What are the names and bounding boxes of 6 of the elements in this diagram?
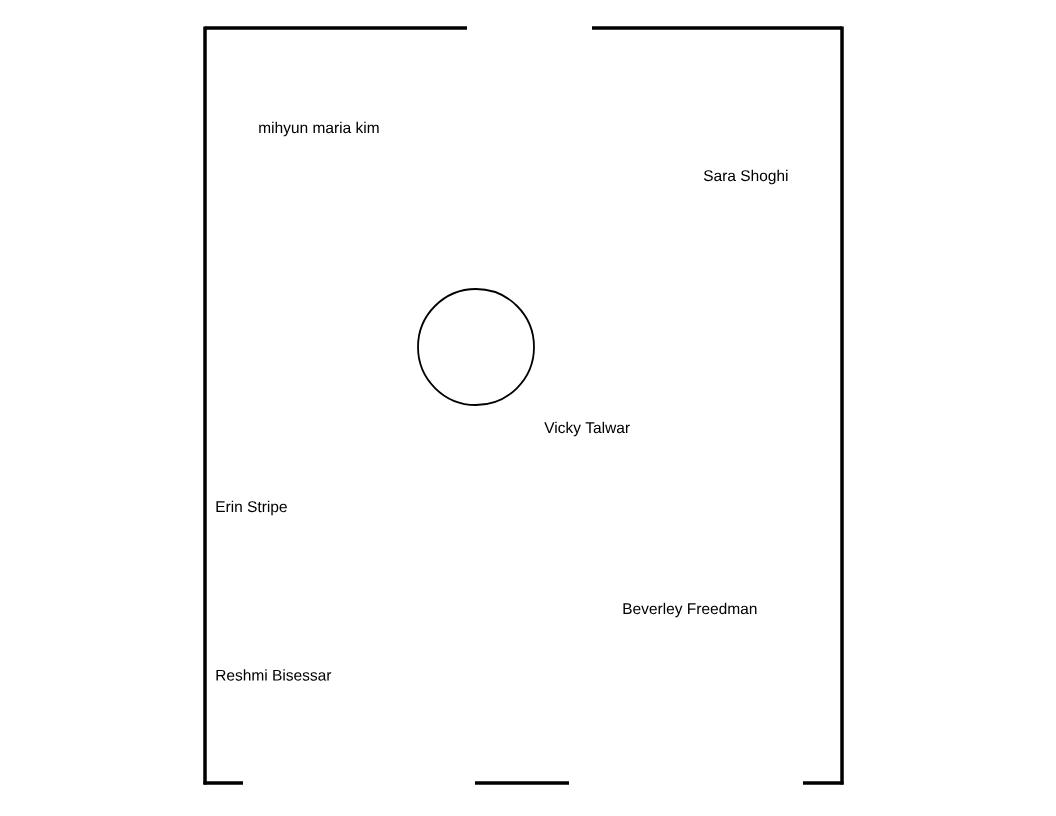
person-name: Erin Stripe <box>216 500 287 516</box>
person-name: Reshmi Bisessar <box>216 669 332 681</box>
person-name: Vicky Talwar <box>544 421 630 437</box>
person-name: Beverley Freedman <box>623 602 757 618</box>
person-name: Sara Shoghi <box>703 169 788 185</box>
person-name: mihyun maria kim <box>259 121 379 137</box>
